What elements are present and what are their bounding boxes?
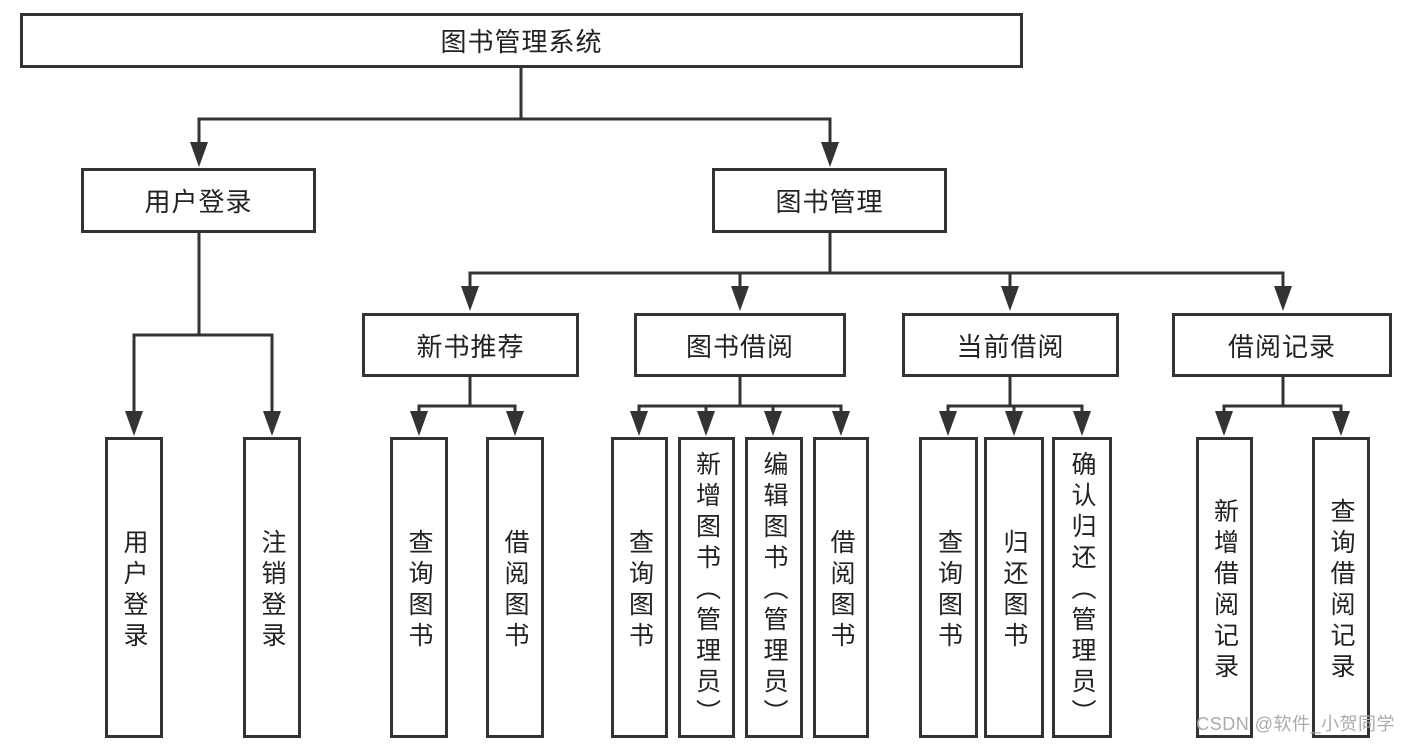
arrowhead-icon <box>630 411 648 436</box>
node-borrow-books-recommend: 借阅图书 <box>486 437 544 738</box>
node-confirm-return-admin-label: 确认归还（管理员） <box>1068 451 1096 730</box>
node-query-borrow-record-label: 查询借阅记录 <box>1327 497 1355 684</box>
arrowhead-icon <box>1215 411 1233 436</box>
arrowhead-icon <box>190 142 208 167</box>
arrowhead-icon <box>461 286 479 311</box>
node-current-borrow: 当前借阅 <box>902 313 1119 377</box>
node-book-borrow-label: 图书借阅 <box>685 331 794 362</box>
node-user-login-leaf-label: 用户登录 <box>120 528 148 653</box>
connectors-current-borrow-children <box>939 377 1091 436</box>
arrowhead-icon <box>410 411 428 436</box>
arrowhead-icon <box>697 411 715 436</box>
arrowhead-icon <box>832 411 850 436</box>
node-book-management: 图书管理 <box>712 168 947 233</box>
node-new-book-recommend: 新书推荐 <box>362 313 579 377</box>
node-query-books-borrow: 查询图书 <box>611 437 668 738</box>
node-confirm-return-admin: 确认归还（管理员） <box>1052 437 1112 738</box>
connectors-book-management-to-level2 <box>461 233 1292 311</box>
node-borrow-books-leaf: 借阅图书 <box>813 437 869 738</box>
node-borrow-records: 借阅记录 <box>1172 313 1392 377</box>
node-book-management-label: 图书管理 <box>775 187 884 217</box>
node-user-login: 用户登录 <box>81 168 316 233</box>
connectors-borrow-records-children <box>1215 377 1350 436</box>
node-logout-leaf-label: 注销登录 <box>258 528 286 653</box>
node-add-borrow-record-label: 新增借阅记录 <box>1210 497 1239 684</box>
node-return-books: 归还图书 <box>984 437 1044 738</box>
node-new-book-recommend-label: 新书推荐 <box>416 331 525 362</box>
node-borrow-books-leaf-label: 借阅图书 <box>827 528 855 653</box>
arrowhead-icon <box>731 286 749 311</box>
node-library-management-system-label: 图书管理系统 <box>440 27 603 57</box>
arrowhead-icon <box>125 411 143 436</box>
node-borrow-books-recommend-label: 借阅图书 <box>501 528 529 653</box>
arrowhead-icon <box>1073 411 1091 436</box>
arrowhead-icon <box>1274 286 1292 311</box>
node-book-borrow: 图书借阅 <box>634 313 846 377</box>
arrowhead-icon <box>1001 286 1019 311</box>
node-query-books-recommend-label: 查询图书 <box>405 528 433 653</box>
node-edit-book-admin: 编辑图书（管理员） <box>745 437 803 738</box>
node-return-books-label: 归还图书 <box>1000 528 1028 653</box>
arrowhead-icon <box>506 411 524 436</box>
arrowhead-icon <box>1332 411 1350 436</box>
arrowhead-icon <box>821 142 839 167</box>
node-user-login-label: 用户登录 <box>144 187 253 217</box>
arrowhead-icon <box>939 411 957 436</box>
node-add-borrow-record: 新增借阅记录 <box>1196 437 1253 738</box>
connectors-user-login-children <box>125 233 281 436</box>
arrowhead-icon <box>764 411 782 436</box>
node-add-book-admin: 新增图书（管理员） <box>678 437 735 738</box>
connectors-root-to-level1 <box>190 68 839 167</box>
node-add-book-admin-label: 新增图书（管理员） <box>692 451 721 730</box>
csdn-watermark: CSDN @软件_小贺同学 <box>1196 714 1395 734</box>
node-current-borrow-label: 当前借阅 <box>956 331 1065 362</box>
connectors-new-book-recommend-children <box>410 377 524 436</box>
arrowhead-icon <box>1005 411 1023 436</box>
node-query-books-recommend: 查询图书 <box>390 437 448 738</box>
node-query-books-current-label: 查询图书 <box>934 528 963 653</box>
node-user-login-leaf: 用户登录 <box>105 437 163 738</box>
node-query-books-current: 查询图书 <box>919 437 978 738</box>
node-query-books-borrow-label: 查询图书 <box>625 528 654 653</box>
node-edit-book-admin-label: 编辑图书（管理员） <box>760 451 788 730</box>
connectors-book-borrow-children <box>630 377 850 436</box>
arrowhead-icon <box>263 411 281 436</box>
node-logout-leaf: 注销登录 <box>243 437 301 738</box>
node-query-borrow-record: 查询借阅记录 <box>1312 437 1370 738</box>
node-borrow-records-label: 借阅记录 <box>1227 331 1336 362</box>
node-library-management-system: 图书管理系统 <box>20 13 1023 68</box>
